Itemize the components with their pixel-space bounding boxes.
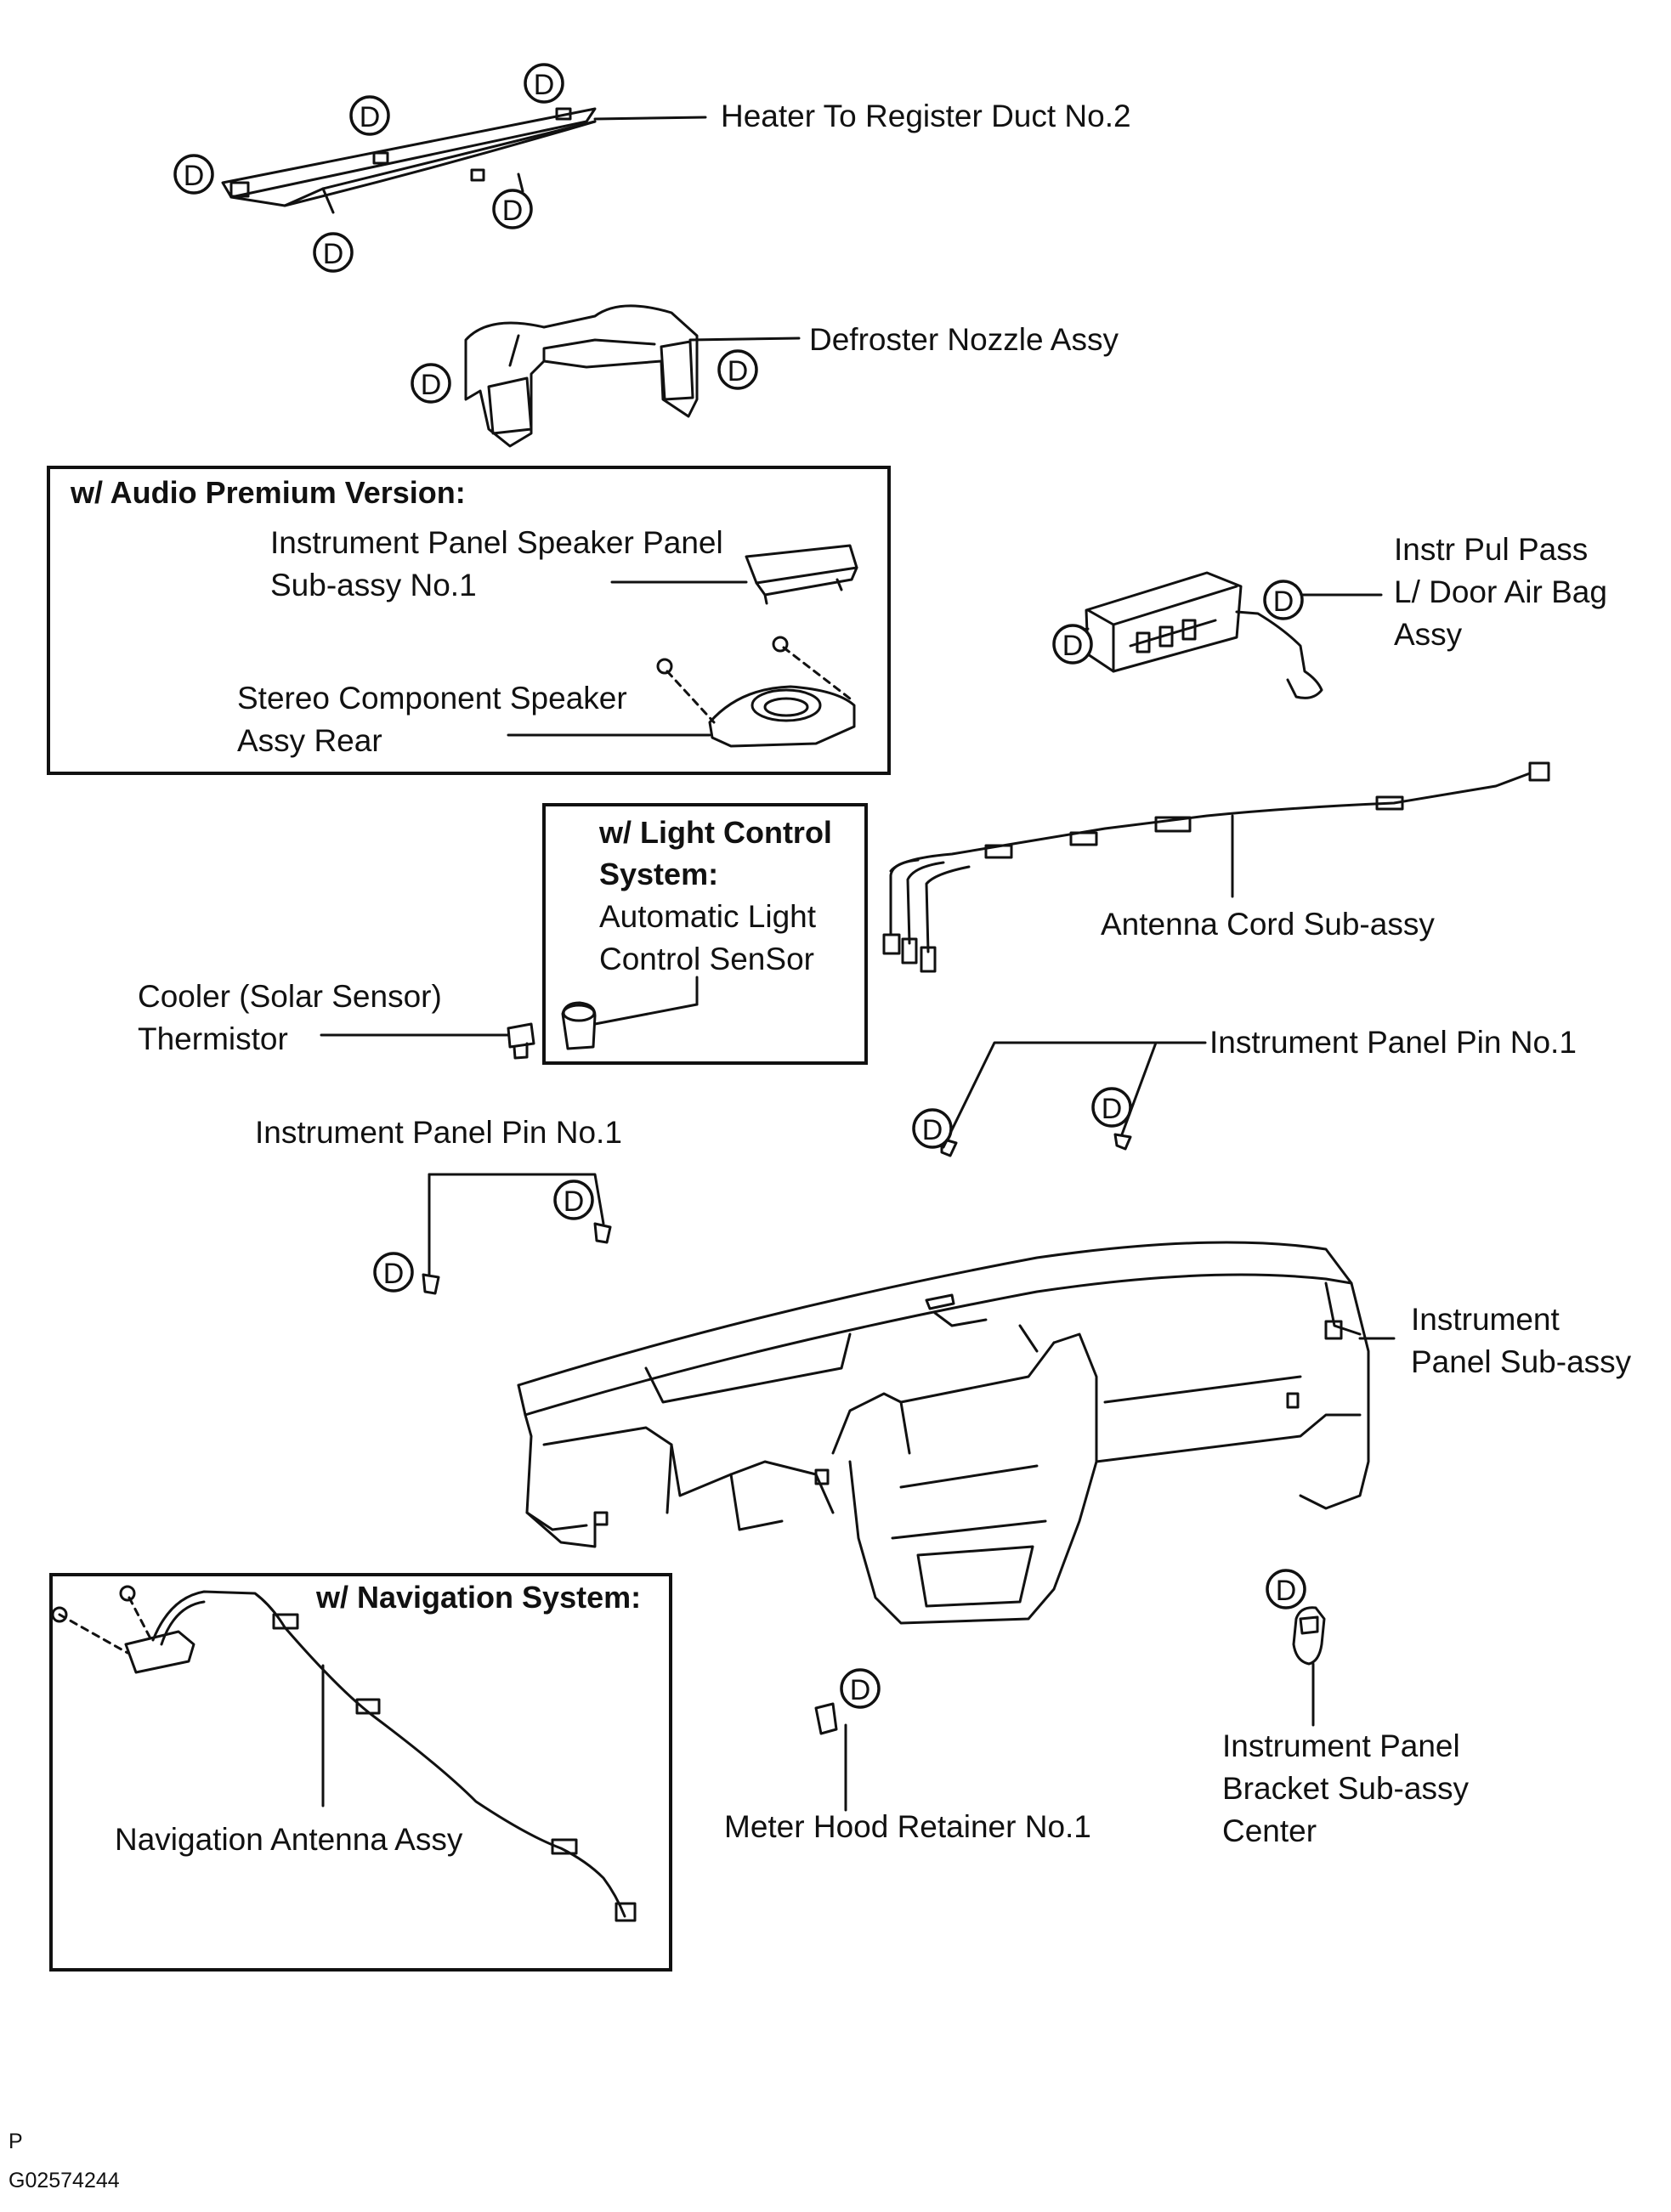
footer-code: P [8,2130,23,2153]
instrument-panel-drawing [517,1241,1370,1625]
label-instrument-panel-2: Panel Sub-assy [1411,1344,1632,1379]
pin-left-1-drawing [422,1273,440,1295]
label-auto-light-2: Control SenSor [599,942,814,976]
navigation-header: w/ Navigation System: [316,1580,642,1615]
navigation-box [49,1573,672,1972]
label-pin-left: Instrument Panel Pin No.1 [255,1115,622,1150]
callout-d-1 [349,95,390,136]
callout-d-5 [313,232,354,273]
leader-pin-left-b [428,1173,605,1225]
antenna-cord-drawing [882,761,1550,973]
label-meter-hood: Meter Hood Retainer No.1 [724,1809,1091,1844]
callout-d-14 [840,1668,881,1709]
label-nav-antenna: Navigation Antenna Assy [115,1822,463,1857]
label-bracket-3: Center [1222,1813,1317,1848]
light-control-header-2: System: [599,857,719,891]
label-thermistor-2: Thermistor [138,1021,288,1056]
label-heater-duct: Heater To Register Duct No.2 [721,99,1131,133]
thermistor-drawing [507,1022,535,1060]
callout-d-10 [912,1108,953,1149]
label-bracket-1: Instrument Panel [1222,1728,1460,1763]
callout-d-3 [173,154,214,195]
callout-d-9 [1052,624,1093,665]
auto-light-sensor-drawing [561,1001,597,1050]
callout-d-4 [492,189,533,229]
label-bracket-2: Bracket Sub-assy [1222,1771,1469,1806]
speaker-panel-drawing [745,544,858,605]
label-antenna-cord: Antenna Cord Sub-assy [1101,907,1435,942]
leader-heater-duct [593,116,707,121]
callout-d-8 [1263,580,1304,620]
label-airbag-2: L/ Door Air Bag [1394,574,1607,609]
label-stereo-speaker-1: Stereo Component Speaker [237,681,627,716]
label-airbag-1: Instr Pul Pass [1394,532,1589,567]
leader-defroster [688,337,801,342]
callout-d-13 [373,1252,414,1293]
pin-right-2-drawing [1113,1133,1132,1151]
label-speaker-panel-1: Instrument Panel Speaker Panel [270,525,723,560]
pin-right-1-drawing [940,1137,958,1157]
light-control-header-1: w/ Light Control [599,815,832,850]
footer-id: G02574244 [8,2169,120,2192]
callout-d-15 [1266,1569,1306,1609]
leader-auto-light [593,1003,699,1026]
callout-d-6 [411,363,451,404]
label-instrument-panel-1: Instrument [1411,1302,1560,1337]
label-defroster: Defroster Nozzle Assy [809,322,1119,357]
callout-d-2 [524,63,564,104]
label-speaker-panel-2: Sub-assy No.1 [270,568,477,603]
label-pin-right: Instrument Panel Pin No.1 [1209,1025,1577,1060]
pin-left-2-drawing [593,1222,612,1244]
callout-d-7 [717,349,758,390]
label-airbag-3: Assy [1394,617,1463,652]
label-stereo-speaker-2: Assy Rear [237,723,382,758]
stereo-speaker-drawing [656,636,856,748]
heater-duct-drawing [221,107,597,214]
callout-d-11 [1091,1087,1132,1128]
audio-premium-box [47,466,891,775]
callout-d-12 [553,1180,594,1220]
audio-premium-header: w/ Audio Premium Version: [71,475,466,510]
nav-antenna-drawing [51,1585,637,1922]
light-control-box [542,803,868,1065]
bracket-center-drawing [1292,1606,1326,1666]
label-auto-light-1: Automatic Light [599,899,817,934]
label-thermistor-1: Cooler (Solar Sensor) [138,979,442,1014]
meter-hood-drawing [814,1702,838,1735]
leader-pin-right [942,1041,1158,1149]
defroster-drawing [464,304,699,448]
